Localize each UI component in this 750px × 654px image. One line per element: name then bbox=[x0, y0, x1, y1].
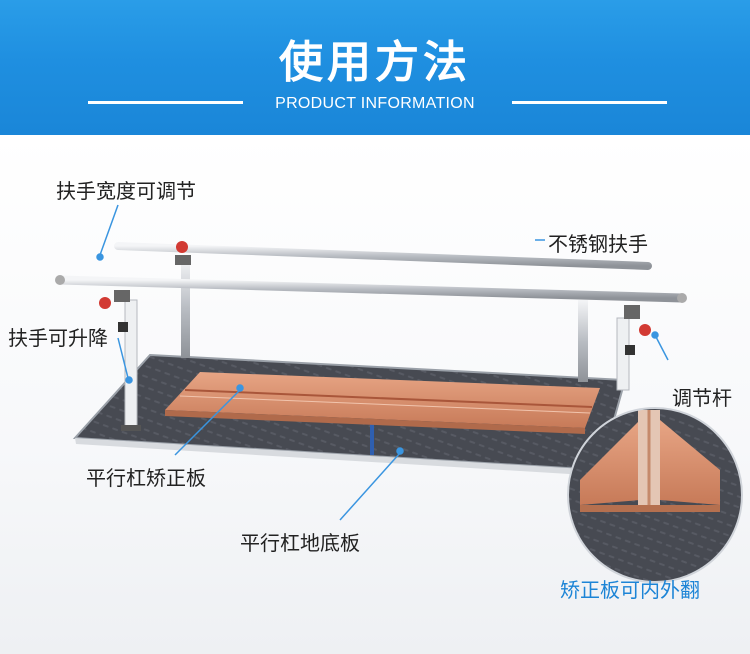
page-title: 使用方法 bbox=[279, 37, 471, 88]
callout-lines bbox=[96, 204, 669, 521]
header-banner: 使用方法 PRODUCT INFORMATION bbox=[0, 0, 750, 135]
page-subtitle: PRODUCT INFORMATION bbox=[275, 95, 475, 112]
label-base-board: 平行杠地底板 bbox=[240, 531, 360, 555]
detail-zoom-circle bbox=[567, 407, 743, 583]
label-adjust-rod: 调节杆 bbox=[672, 386, 732, 410]
correction-board bbox=[165, 372, 600, 434]
divider-right bbox=[512, 101, 667, 104]
stainless-handrails bbox=[55, 242, 687, 303]
label-handrail-width: 扶手宽度可调节 bbox=[56, 179, 196, 203]
label-rail-height: 扶手可升降 bbox=[8, 326, 108, 350]
adjust-knobs bbox=[99, 241, 651, 355]
label-correction-board: 平行杠矫正板 bbox=[86, 466, 206, 490]
divider-left bbox=[88, 101, 243, 104]
label-flip-note: 矫正板可内外翻 bbox=[560, 578, 700, 602]
label-stainless-rail: 不锈钢扶手 bbox=[548, 232, 648, 256]
